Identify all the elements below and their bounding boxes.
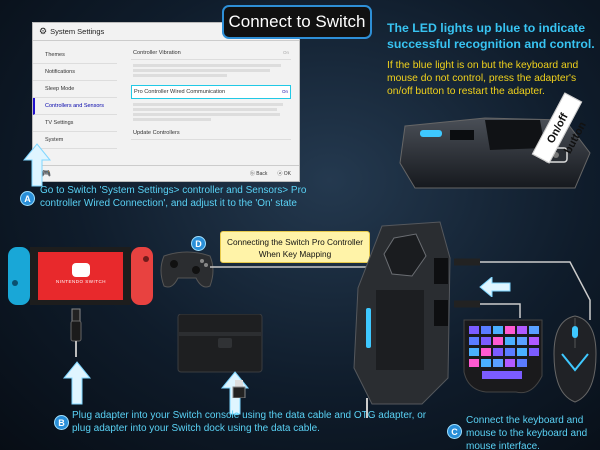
switch-logo bbox=[72, 263, 90, 277]
arrow-up-icon bbox=[62, 361, 92, 405]
step-b-badge: B bbox=[54, 415, 69, 430]
switch-console bbox=[8, 247, 153, 305]
step-d-callout: Connecting the Switch Pro Controller Whe… bbox=[220, 231, 370, 263]
joycon-right bbox=[131, 247, 153, 305]
menu-item-tv-settings[interactable]: TV Settings bbox=[33, 115, 117, 132]
option-description-placeholder bbox=[131, 60, 291, 83]
menu-item-notifications[interactable]: Notifications bbox=[33, 64, 117, 81]
option-label: Controller Vibration bbox=[133, 50, 181, 56]
settings-menu: Themes Notifications Sleep Mode Controll… bbox=[33, 47, 117, 149]
option-state: On bbox=[281, 89, 288, 94]
option-controller-vibration[interactable]: Controller Vibration On bbox=[131, 47, 291, 60]
step-a-text: Go to Switch 'System Settings> controlle… bbox=[40, 185, 307, 209]
settings-footer: 🎮 ⓑ Back ⓐ OK bbox=[33, 165, 299, 181]
back-button[interactable]: ⓑ Back bbox=[249, 171, 268, 177]
switch-dock bbox=[177, 314, 263, 373]
option-pro-controller-wired[interactable]: Pro Controller Wired Communication On bbox=[131, 85, 291, 99]
usb-port-top bbox=[434, 258, 448, 284]
adapter-hex-logo bbox=[383, 233, 427, 277]
menu-item-system[interactable]: System bbox=[33, 132, 117, 149]
step-c-badge: C bbox=[447, 424, 462, 439]
menu-item-controllers-and-sensors[interactable]: Controllers and Sensors bbox=[33, 98, 117, 115]
arrow-left-icon bbox=[479, 277, 511, 297]
adapter-grille bbox=[376, 290, 424, 370]
option-label: Pro Controller Wired Communication bbox=[134, 89, 226, 95]
led-heading: The LED lights up blue to indicate succe… bbox=[387, 21, 595, 51]
option-update-controllers[interactable]: Update Controllers bbox=[131, 127, 291, 140]
settings-title: System Settings bbox=[50, 27, 105, 36]
page-title: Connect to Switch bbox=[222, 5, 372, 39]
option-description-placeholder bbox=[131, 99, 291, 127]
peripheral-cables bbox=[454, 258, 591, 320]
arrow-up-icon bbox=[22, 143, 52, 187]
console-cable bbox=[70, 308, 82, 357]
mouse bbox=[553, 315, 597, 403]
option-state: On bbox=[282, 50, 289, 55]
usb-port-bottom bbox=[434, 300, 448, 326]
keyboard-keys bbox=[469, 326, 539, 379]
settings-screenshot: ⚙ System Settings Themes Notifications S… bbox=[32, 22, 300, 182]
option-label: Update Controllers bbox=[133, 130, 180, 136]
ok-label: OK bbox=[283, 171, 291, 177]
step-d-badge: D bbox=[191, 236, 206, 251]
step-b-text: Plug adapter into your Switch console us… bbox=[72, 410, 427, 434]
controller-icon: 🎮 bbox=[41, 169, 51, 178]
usb-plug-icon bbox=[232, 380, 246, 398]
ok-button[interactable]: ⓐ OK bbox=[277, 171, 291, 177]
joycon-left bbox=[8, 247, 30, 305]
keyboard bbox=[463, 319, 543, 394]
led-note: If the blue light is on but the keyboard… bbox=[387, 60, 579, 97]
menu-item-sleep-mode[interactable]: Sleep Mode bbox=[33, 81, 117, 98]
mouse-wheel bbox=[572, 326, 578, 338]
led-indicator bbox=[420, 130, 442, 137]
menu-item-themes[interactable]: Themes bbox=[33, 47, 117, 64]
adapter-main bbox=[353, 221, 451, 405]
step-a-badge: A bbox=[20, 191, 35, 206]
gear-icon: ⚙ bbox=[39, 26, 48, 36]
usb-port bbox=[450, 130, 474, 140]
back-label: Back bbox=[256, 171, 268, 177]
adapter-top-panel bbox=[485, 120, 545, 150]
pro-controller bbox=[160, 251, 214, 288]
step-c-text: Connect the keyboard and mouse to the ke… bbox=[466, 415, 588, 450]
controller-cable bbox=[210, 266, 370, 268]
adapter-bottom-cable bbox=[366, 398, 368, 418]
settings-header: ⚙ System Settings bbox=[33, 23, 299, 41]
switch-brand-text: NINTENDO SWITCH bbox=[56, 279, 106, 284]
led-indicator bbox=[366, 308, 371, 348]
settings-pane: Controller Vibration On Pro Controller W… bbox=[131, 47, 291, 140]
